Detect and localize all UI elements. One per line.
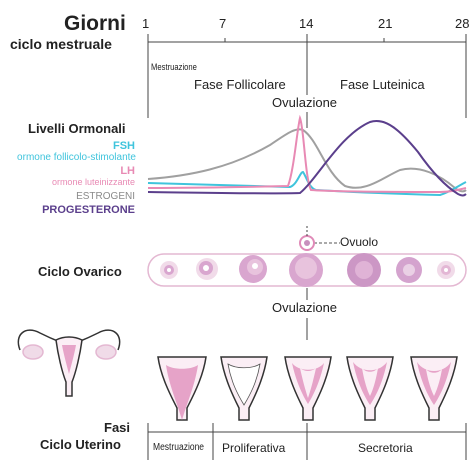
follicle-stage-1 bbox=[160, 261, 178, 279]
follicle-stage-2 bbox=[196, 258, 218, 280]
day-tick-7: 7 bbox=[219, 16, 227, 31]
ovum-label: Ovuolo bbox=[340, 235, 379, 249]
corpus-luteum-2 bbox=[396, 257, 422, 283]
hormones-title: Livelli Ormonali bbox=[28, 121, 126, 136]
uterine-lining-diagrams bbox=[157, 356, 458, 421]
day-tick-14: 14 bbox=[299, 16, 314, 31]
uterine-menstruation-label: Mestruazione bbox=[153, 442, 205, 453]
uterine-title-line2: Ciclo Uterino bbox=[40, 437, 121, 452]
uterus-menstruation bbox=[157, 356, 207, 421]
day-tick-28: 28 bbox=[455, 16, 470, 31]
fsh-label: FSH bbox=[113, 140, 135, 152]
proliferative-label: Proliferativa bbox=[222, 441, 286, 455]
fsh-name: ormone follicolo-stimolante bbox=[17, 152, 136, 163]
day-tick-21: 21 bbox=[378, 16, 393, 31]
luteal-phase-label: Fase Luteinica bbox=[340, 77, 425, 92]
follicular-phase-label: Fase Follicolare bbox=[194, 77, 286, 92]
estrogen-curve bbox=[147, 128, 467, 193]
cycle-subtitle: ciclo mestruale bbox=[10, 36, 112, 52]
days-title: Giorni bbox=[64, 12, 126, 35]
estrogen-label: ESTROGENI bbox=[76, 191, 135, 202]
uterus-proliferative-late bbox=[284, 356, 332, 421]
day-timeline bbox=[147, 34, 467, 128]
ovarian-title: Ciclo Ovarico bbox=[38, 264, 122, 279]
ovarian-ovulation-label: Ovulazione bbox=[272, 300, 338, 315]
progesterone-label: PROGESTERONE bbox=[42, 204, 135, 216]
corpus-luteum-1 bbox=[347, 253, 381, 287]
secretory-label: Secretoria bbox=[358, 441, 413, 455]
ovarian-cycle bbox=[147, 226, 467, 287]
uterus-secretory-late bbox=[410, 356, 458, 421]
corpus-albicans bbox=[437, 261, 455, 279]
follicle-stage-3 bbox=[239, 255, 267, 283]
lh-curve bbox=[147, 114, 467, 194]
progesterone-curve bbox=[147, 119, 467, 197]
menstruation-phase-label: Mestruazione bbox=[151, 62, 197, 72]
uterus-secretory-early bbox=[346, 356, 394, 421]
follicle-stage-4 bbox=[289, 253, 323, 287]
uterus-anatomy-icon bbox=[17, 329, 121, 397]
ovulation-phase-label: Ovulazione bbox=[272, 95, 338, 110]
hormone-curves bbox=[147, 114, 467, 197]
uterine-title-line1: Fasi bbox=[104, 420, 131, 435]
lh-name: ormone luteinizzante bbox=[51, 177, 135, 187]
uterus-proliferative-early bbox=[220, 356, 268, 421]
day-tick-1: 1 bbox=[142, 16, 150, 31]
lh-label: LH bbox=[120, 165, 135, 177]
uterine-phase-brackets bbox=[147, 423, 467, 460]
